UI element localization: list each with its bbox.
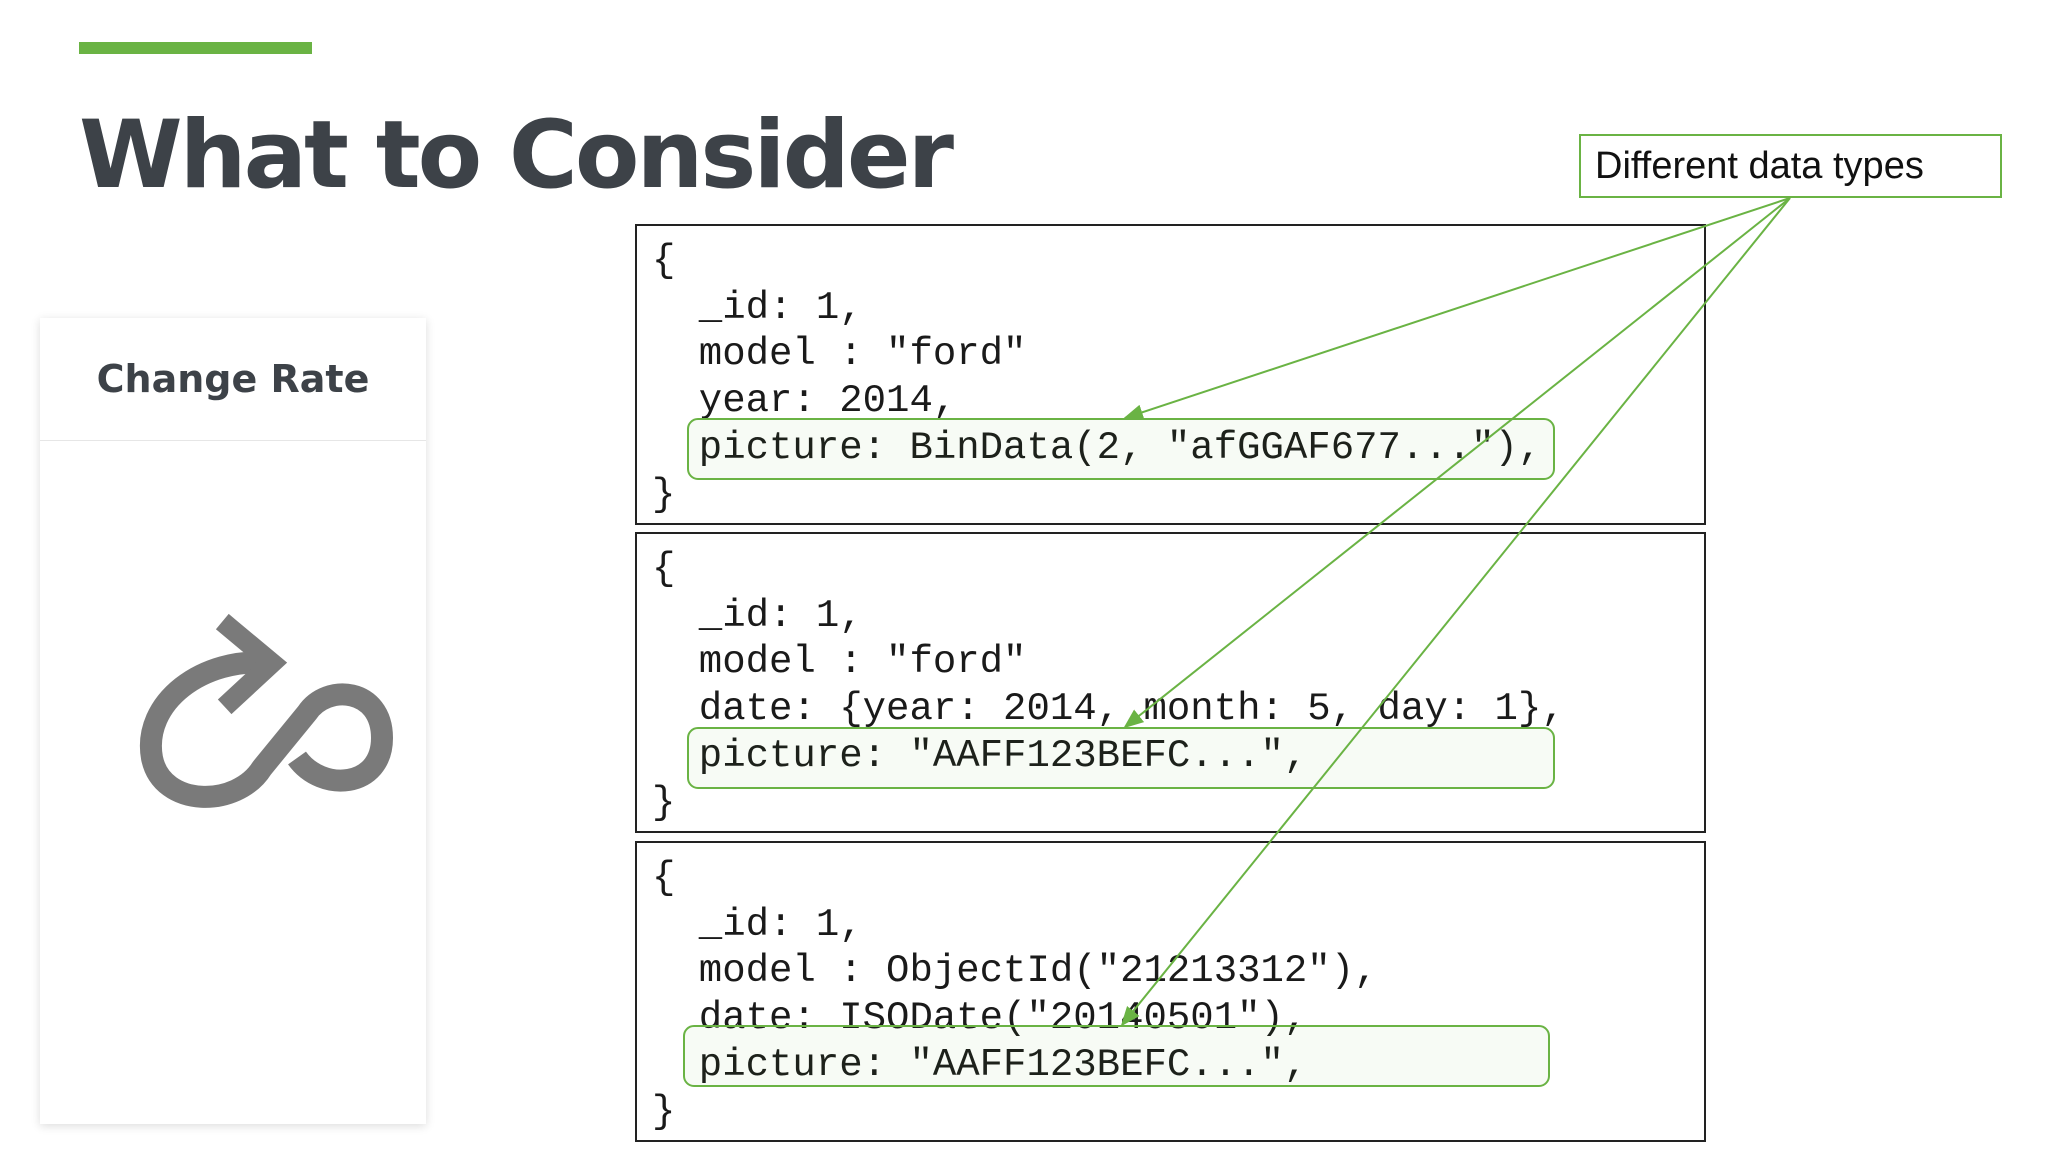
- slide-title: What to Consider: [79, 101, 954, 210]
- code-line: {: [652, 547, 676, 591]
- change-rate-icon: [139, 613, 394, 808]
- code-line: picture: "AAFF123BEFC...",: [652, 1042, 1308, 1087]
- card-header: Change Rate: [40, 318, 426, 441]
- picture-highlight-3: [683, 1025, 1550, 1087]
- code-line: }: [652, 780, 676, 825]
- code-line: {: [652, 239, 676, 283]
- card-title: Change Rate: [96, 357, 370, 401]
- code-line: model : "ford": [652, 332, 1027, 377]
- callout-label: Different data types: [1595, 144, 1924, 187]
- code-line: _id: 1,: [652, 285, 863, 330]
- document-code-3: { _id: 1, model : ObjectId("21213312"), …: [637, 843, 1704, 1135]
- code-line: {: [652, 856, 676, 900]
- change-rate-card: Change Rate: [40, 318, 426, 1124]
- code-line: }: [652, 1089, 676, 1134]
- code-line: date: {year: 2014, month: 5, day: 1},: [652, 687, 1565, 732]
- code-line: _id: 1,: [652, 593, 863, 638]
- code-line: }: [652, 472, 676, 517]
- data-types-callout: Different data types: [1579, 134, 2002, 198]
- title-accent-bar: [79, 42, 312, 54]
- document-box-3: { _id: 1, model : ObjectId("21213312"), …: [635, 841, 1706, 1142]
- code-line: year: 2014,: [652, 379, 957, 424]
- picture-highlight-2: [687, 727, 1555, 789]
- picture-highlight-1: [687, 418, 1555, 480]
- code-line: model : "ford": [652, 640, 1027, 685]
- document-code-1: { _id: 1, model : "ford" year: 2014, pic…: [637, 226, 1704, 518]
- code-line: model : ObjectId("21213312"),: [652, 949, 1378, 994]
- code-line: _id: 1,: [652, 902, 863, 947]
